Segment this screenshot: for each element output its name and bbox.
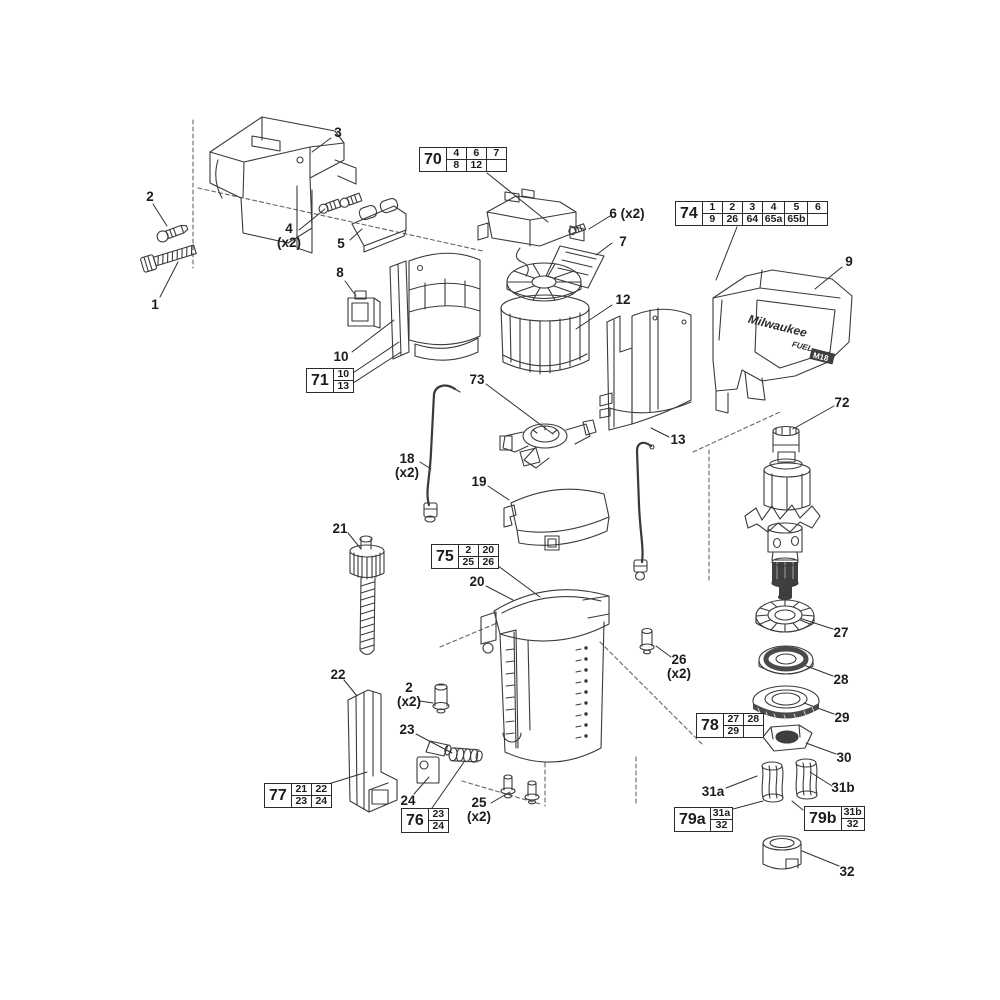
part-label-5: 5 (337, 236, 345, 251)
callout-box-75-number: 75 (436, 547, 454, 565)
callout-box-71-number: 71 (311, 371, 329, 389)
part-73-spider-drawing (499, 419, 597, 469)
part-label-3: 3 (334, 125, 342, 140)
part-12-motor-assembly-drawing (477, 188, 590, 375)
part-31a-brush-drawing (761, 761, 784, 803)
part-label-25: 25(x2) (466, 795, 492, 824)
part-9-housing-drawing: Milwaukee FUEL M18 (712, 269, 853, 414)
part-18-wire-drawing (423, 384, 461, 523)
part-label-31b: 31b (831, 780, 855, 795)
part-label-1: 1 (151, 297, 159, 312)
part-label-18: 18(x2) (394, 451, 420, 480)
part-label-32: 32 (839, 864, 855, 879)
part-label-26: 26(x2) (666, 652, 692, 681)
construction-dashed-lines (192, 119, 781, 807)
part-27-needle-bearing-drawing (755, 599, 815, 633)
part-26-screw-drawing (639, 627, 655, 655)
callout-box-79b-number: 79b (809, 809, 837, 827)
part-label-10: 10 (333, 349, 349, 364)
housing-fuel-text: FUEL (791, 340, 814, 354)
part-label-29: 29 (834, 710, 850, 725)
part-32-cap-drawing (762, 835, 802, 870)
part-label-13: 13 (670, 432, 686, 447)
callout-box-77-number: 77 (269, 786, 287, 804)
part-20-field-can-drawing (480, 589, 610, 763)
part-label-4: 4(x2) (276, 221, 302, 250)
part-7-baffle-drawing (545, 245, 605, 289)
part-label-20: 20 (469, 574, 485, 589)
part-label-8: 8 (336, 265, 344, 280)
part-29-fan-ring-drawing (752, 685, 820, 721)
part-label-21: 21 (332, 521, 348, 536)
part-label-7: 7 (619, 234, 627, 249)
part-label-12: 12 (615, 292, 631, 307)
callout-box-74-number: 74 (680, 204, 698, 222)
part-label-23: 23 (399, 722, 415, 737)
part-label-30: 30 (836, 750, 852, 765)
part-30-hex-nut-drawing (762, 724, 813, 752)
callout-box-70-number: 70 (424, 150, 442, 168)
part-6-screw-drawing (568, 223, 587, 236)
part-23-barb-fitting-drawing (448, 747, 483, 763)
part-8-switch-drawing (347, 290, 381, 329)
part-22-bracket-drawing (347, 689, 398, 813)
part-label-72: 72 (834, 395, 850, 410)
part-label-31a: 31a (701, 784, 725, 799)
leader-lines (152, 137, 843, 867)
part-1-bolt-drawing (140, 244, 197, 273)
callout-box-78-number: 78 (701, 716, 719, 734)
part-2-screw-lower-drawing (432, 683, 450, 714)
part-label-27: 27 (833, 625, 849, 640)
part-label-19: 19 (471, 474, 487, 489)
callout-box-79a-number: 79a (679, 810, 706, 828)
part-label-24: 24 (400, 793, 416, 808)
part-label-6: 6 (x2) (609, 206, 645, 221)
part-2-screw-drawing (156, 224, 189, 243)
part-label-22: 22 (330, 667, 346, 682)
part-21-screw-drawing (349, 535, 385, 656)
part-3-gearcase-drawing (209, 116, 357, 254)
part-10-sleeve-drawing (389, 252, 481, 361)
part-5-retainer-drawing (351, 197, 407, 253)
housing-model-badge: M18 (812, 351, 830, 364)
part-28-ball-bearing-drawing (758, 645, 814, 675)
callout-box-76-number: 76 (406, 811, 424, 829)
part-label-2: 2 (146, 189, 154, 204)
part-72-armature-drawing (744, 425, 821, 601)
part-24-elbow-fitting-drawing (416, 740, 452, 784)
part-label-28: 28 (833, 672, 849, 687)
part-label-2b: 2(x2) (396, 680, 422, 709)
part-label-9: 9 (845, 254, 853, 269)
part-31b-brush-drawing (795, 758, 818, 800)
part-13-sleeve-drawing (599, 307, 692, 431)
part-19-band-drawing (503, 488, 610, 551)
part-label-73: 73 (469, 372, 485, 387)
part-25-screws-drawing (500, 774, 540, 805)
part-4-screws-drawing (318, 192, 363, 214)
part-18-wire-right-drawing (633, 441, 655, 581)
